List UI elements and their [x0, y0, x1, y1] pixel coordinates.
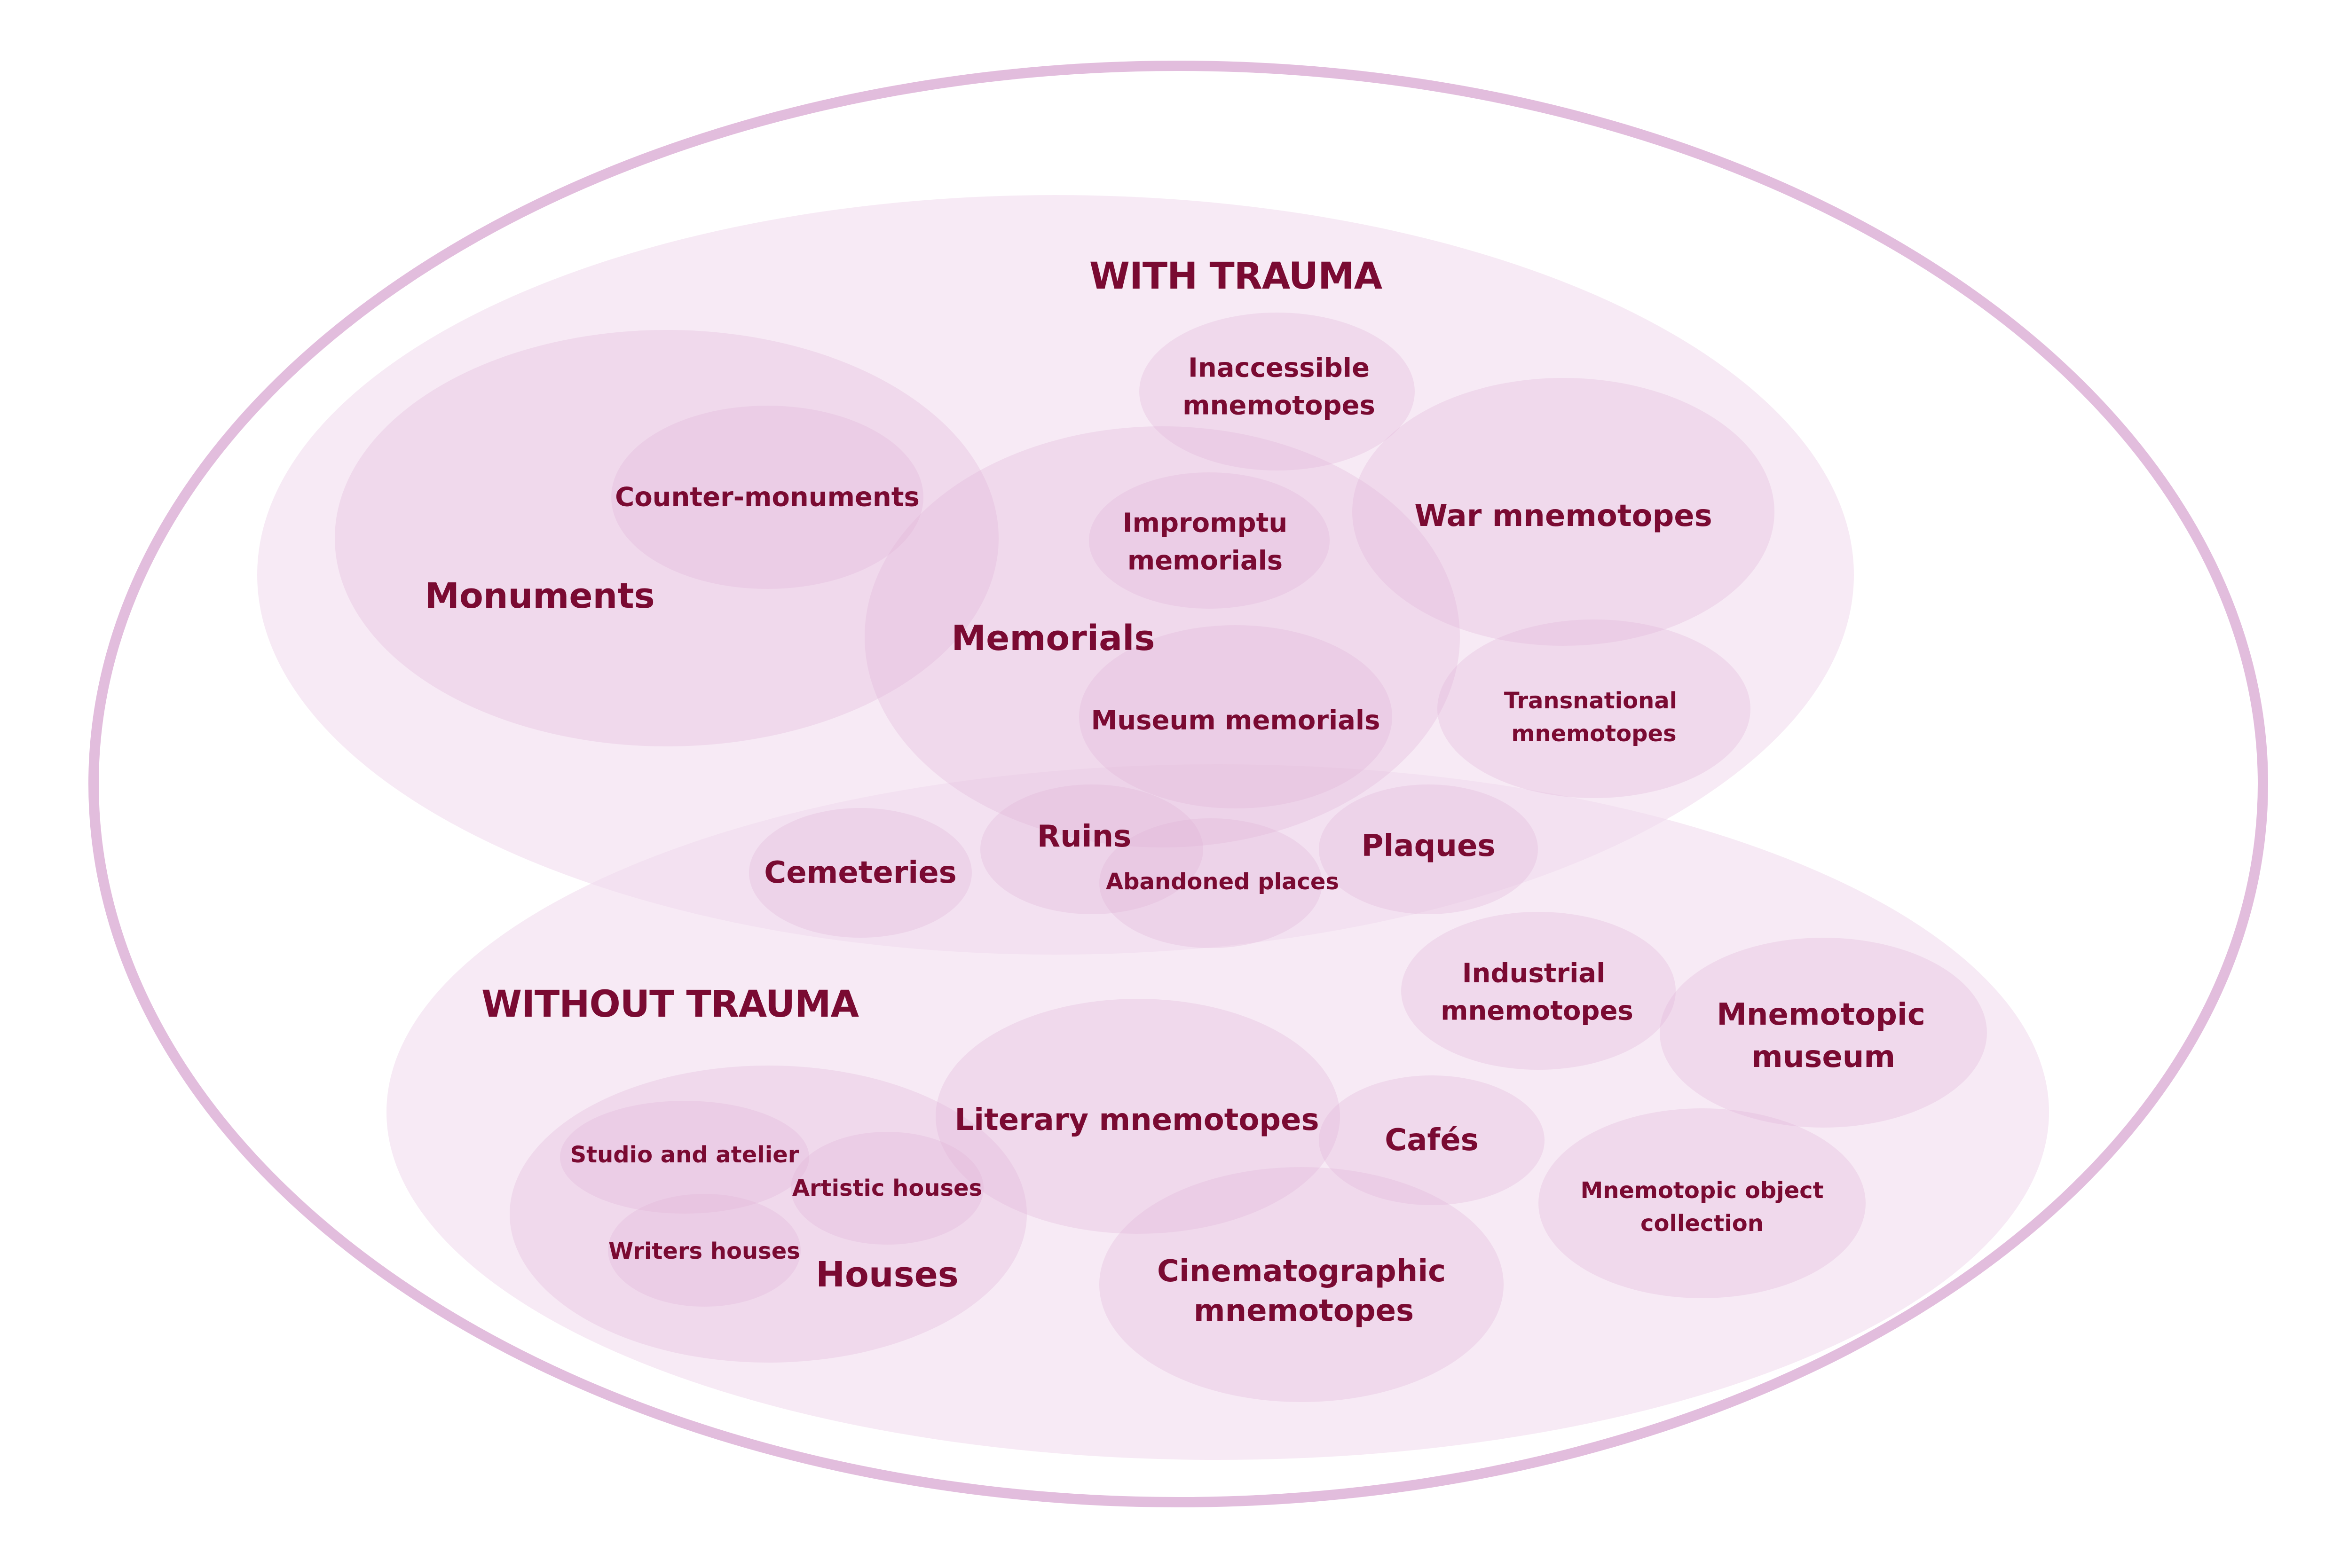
- memorials-blob: [865, 426, 1460, 847]
- industrial-mnemotopes-label-2: mnemotopes: [1441, 996, 1633, 1027]
- transnational-mnemotopes-label-2: mnemotopes: [1511, 721, 1676, 747]
- transnational-mnemotopes-blob: [1437, 619, 1750, 798]
- mnemotopic-object-collection-blob: [1538, 1108, 1866, 1298]
- cinematographic-mnemotopes-label-1: Cinematographic: [1157, 1254, 1446, 1289]
- houses-blob: [510, 1066, 1027, 1363]
- impromptu-memorials-blob: [1089, 472, 1330, 609]
- cinematographic-mnemotopes-label-2: mnemotopes: [1194, 1294, 1414, 1328]
- cemeteries-label: Cemeteries: [764, 855, 956, 890]
- counter-monuments-blob: [611, 406, 923, 589]
- transnational-mnemotopes-label-1: Transnational: [1504, 688, 1677, 714]
- museum-memorials-label: Museum memorials: [1091, 706, 1380, 736]
- writers-houses-blob: [608, 1194, 801, 1307]
- memorials-label: Memorials: [952, 618, 1155, 659]
- with-trauma-heading: WITH TRAUMA: [1089, 255, 1382, 298]
- cafes-blob: [1319, 1075, 1545, 1205]
- mnemotopic-museum-blob: [1660, 938, 1987, 1128]
- abandoned-places-blob: [1099, 818, 1322, 948]
- artistic-houses-label: Artistic houses: [792, 1175, 982, 1201]
- literary-mnemotopes-blob: [936, 999, 1340, 1234]
- impromptu-memorials-label-2: memorials: [1127, 546, 1283, 576]
- industrial-mnemotopes-label-1: Industrial: [1462, 958, 1606, 989]
- impromptu-memorials-label-1: Impromptu: [1123, 508, 1287, 539]
- counter-monuments-label: Counter-monuments: [615, 482, 920, 513]
- mnemotopic-object-collection-label-2: collection: [1640, 1210, 1764, 1237]
- war-mnemotopes-blob: [1352, 378, 1774, 646]
- region-without-trauma: [386, 764, 2049, 1460]
- houses-label: Houses: [816, 1254, 959, 1295]
- without-trauma-heading: WITHOUT TRAUMA: [481, 983, 859, 1026]
- literary-mnemotopes-label: Literary mnemotopes: [954, 1103, 1319, 1137]
- monuments-label: Monuments: [425, 576, 654, 616]
- abandoned-places-label: Abandoned places: [1106, 869, 1339, 895]
- cafes-label: Cafés: [1385, 1123, 1479, 1158]
- plaques-blob: [1319, 784, 1538, 914]
- museum-memorials-blob: [1079, 625, 1392, 808]
- inaccessible-mnemotopes-label-2: mnemotopes: [1182, 391, 1375, 421]
- mnemotopic-museum-label-1: Mnemotopic: [1717, 997, 1925, 1032]
- industrial-mnemotopes-blob: [1401, 912, 1676, 1070]
- monuments-blob: [335, 330, 999, 746]
- ruins-label: Ruins: [1037, 819, 1131, 854]
- cinematographic-mnemotopes-blob: [1099, 1167, 1504, 1402]
- outer-boundary: [88, 61, 2268, 1507]
- war-mnemotopes-label: War mnemotopes: [1414, 499, 1712, 533]
- studio-atelier-blob: [560, 1101, 809, 1214]
- plaques-label: Plaques: [1362, 829, 1496, 863]
- inaccessible-mnemotopes-blob: [1139, 313, 1415, 470]
- mnemotopic-object-collection-label-1: Mnemotopic object: [1580, 1177, 1823, 1204]
- region-with-trauma: [257, 195, 1854, 955]
- inaccessible-mnemotopes-label-1: Inaccessible: [1188, 353, 1370, 384]
- mnemotopic-museum-label-2: museum: [1751, 1040, 1895, 1074]
- cemeteries-blob: [749, 808, 972, 938]
- artistic-houses-blob: [791, 1132, 984, 1245]
- studio-atelier-label: Studio and atelier: [570, 1142, 799, 1168]
- ruins-blob: [980, 784, 1203, 914]
- writers-houses-label: Writers houses: [608, 1238, 800, 1264]
